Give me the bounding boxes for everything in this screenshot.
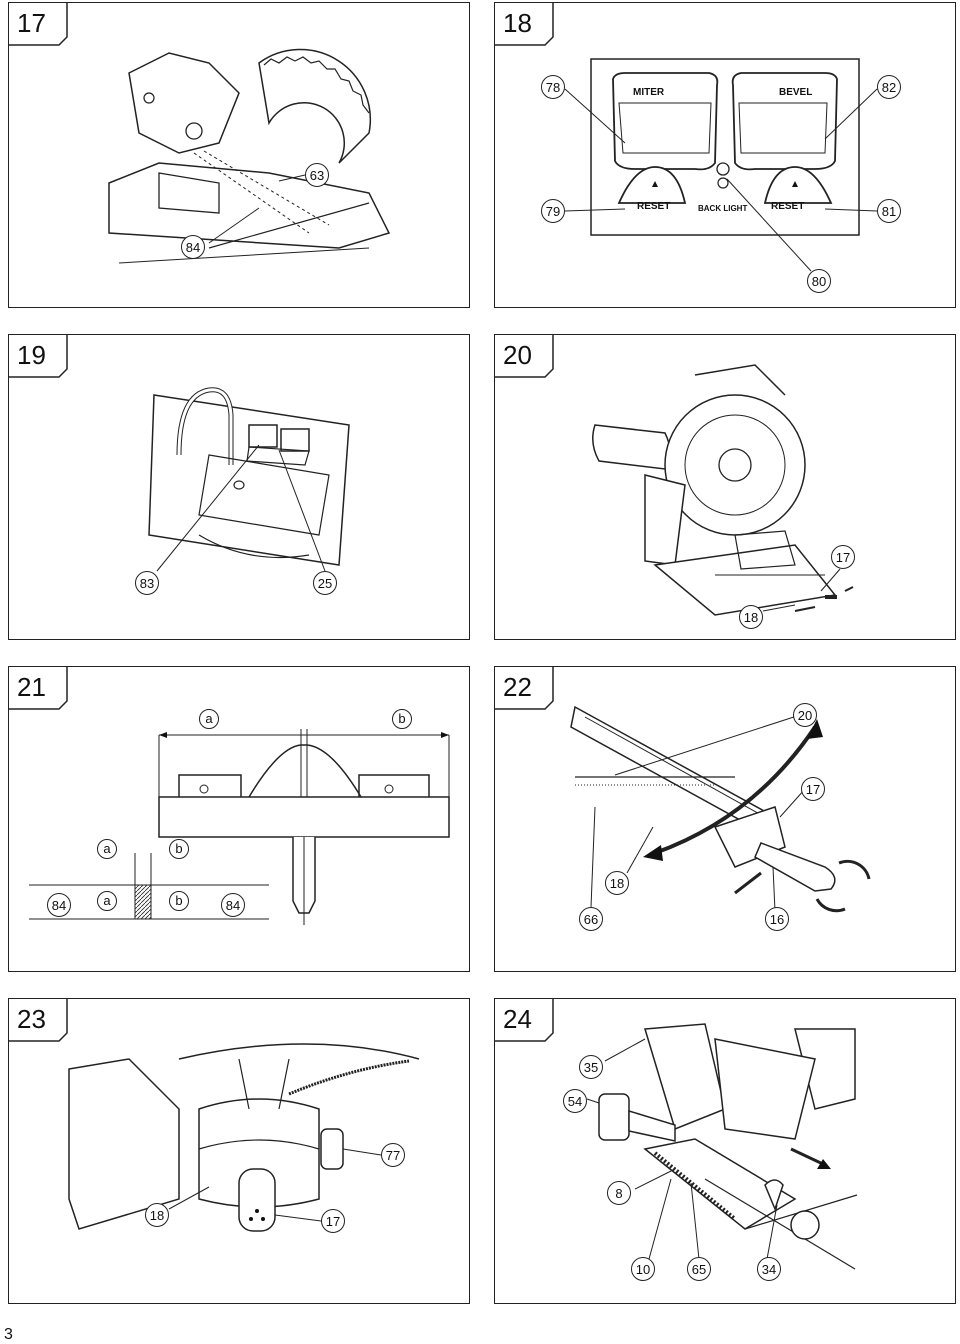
- callout: 20: [793, 703, 817, 727]
- back-light-label: BACK LIGHT: [698, 204, 747, 213]
- callout: 63: [305, 163, 329, 187]
- callout: 78: [541, 75, 565, 99]
- dimension-letter: a: [97, 839, 117, 859]
- callout: 16: [765, 907, 789, 931]
- callout: 84: [181, 235, 205, 259]
- callout: 18: [145, 1203, 169, 1227]
- figure-20-drawing: [495, 335, 854, 616]
- callout: 35: [579, 1055, 603, 1079]
- figure-18: MITER BEVEL RESET BACK LIGHT RESET 18 78…: [494, 2, 956, 308]
- dimension-letter: a: [97, 891, 117, 911]
- figure-number: 24: [503, 1004, 532, 1034]
- figure-18-drawing: MITER BEVEL RESET BACK LIGHT RESET: [495, 3, 878, 272]
- reset-right-label: RESET: [771, 201, 804, 212]
- figure-24-drawing: [495, 999, 858, 1270]
- callout: 77: [381, 1143, 405, 1167]
- figure-17-drawing: [9, 3, 391, 264]
- figure-number: 17: [17, 8, 46, 38]
- figure-17: 17 63 84: [8, 2, 470, 308]
- callout: 82: [877, 75, 901, 99]
- callout: 17: [801, 777, 825, 801]
- figure-number: 23: [17, 1004, 46, 1034]
- figure-number: 22: [503, 672, 532, 702]
- dimension-letter: b: [392, 709, 412, 729]
- reset-left-label: RESET: [637, 201, 670, 212]
- callout: 18: [605, 871, 629, 895]
- figure-19-drawing: [9, 335, 350, 572]
- callout: 17: [831, 545, 855, 569]
- callout: 10: [631, 1257, 655, 1281]
- figure-number: 19: [17, 340, 46, 370]
- callout: 80: [807, 269, 831, 293]
- callout: 66: [579, 907, 603, 931]
- callout: 84: [221, 893, 245, 917]
- callout: 34: [757, 1257, 781, 1281]
- callout: 18: [739, 605, 763, 629]
- figure-24: 24 35 54 8 10 65 34: [494, 998, 956, 1304]
- dimension-letter: b: [169, 839, 189, 859]
- figure-number: 18: [503, 8, 532, 38]
- callout: 83: [135, 571, 159, 595]
- figure-number: 20: [503, 340, 532, 370]
- figure-23-drawing: [9, 999, 420, 1232]
- figure-23: 23 77 18 17: [8, 998, 470, 1304]
- callout: 8: [607, 1181, 631, 1205]
- callout: 25: [313, 571, 337, 595]
- callout: 84: [47, 893, 71, 917]
- figure-22-drawing: [495, 667, 871, 913]
- callout: 81: [877, 199, 901, 223]
- miter-label: MITER: [633, 87, 665, 98]
- callout: 54: [563, 1089, 587, 1113]
- callout: 17: [321, 1209, 345, 1233]
- figure-20: 20 17 18: [494, 334, 956, 640]
- callout: 79: [541, 199, 565, 223]
- figure-21-drawing: [9, 667, 450, 925]
- figure-19: 19 83 25: [8, 334, 470, 640]
- page-number: 3: [4, 1326, 13, 1343]
- bevel-label: BEVEL: [779, 87, 812, 98]
- callout: 65: [687, 1257, 711, 1281]
- dimension-letter: a: [199, 709, 219, 729]
- figure-21: 21 a b a b a b 84 84: [8, 666, 470, 972]
- figure-number: 21: [17, 672, 46, 702]
- dimension-letter: b: [169, 891, 189, 911]
- figure-22: 22 20 17 18 66 16: [494, 666, 956, 972]
